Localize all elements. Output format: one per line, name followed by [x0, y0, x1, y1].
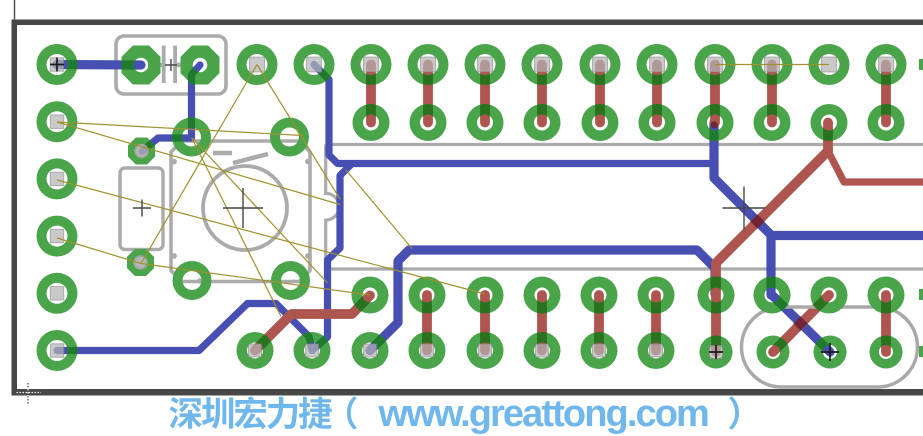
svg-text:www.greattong.com: www.greattong.com: [378, 393, 709, 435]
